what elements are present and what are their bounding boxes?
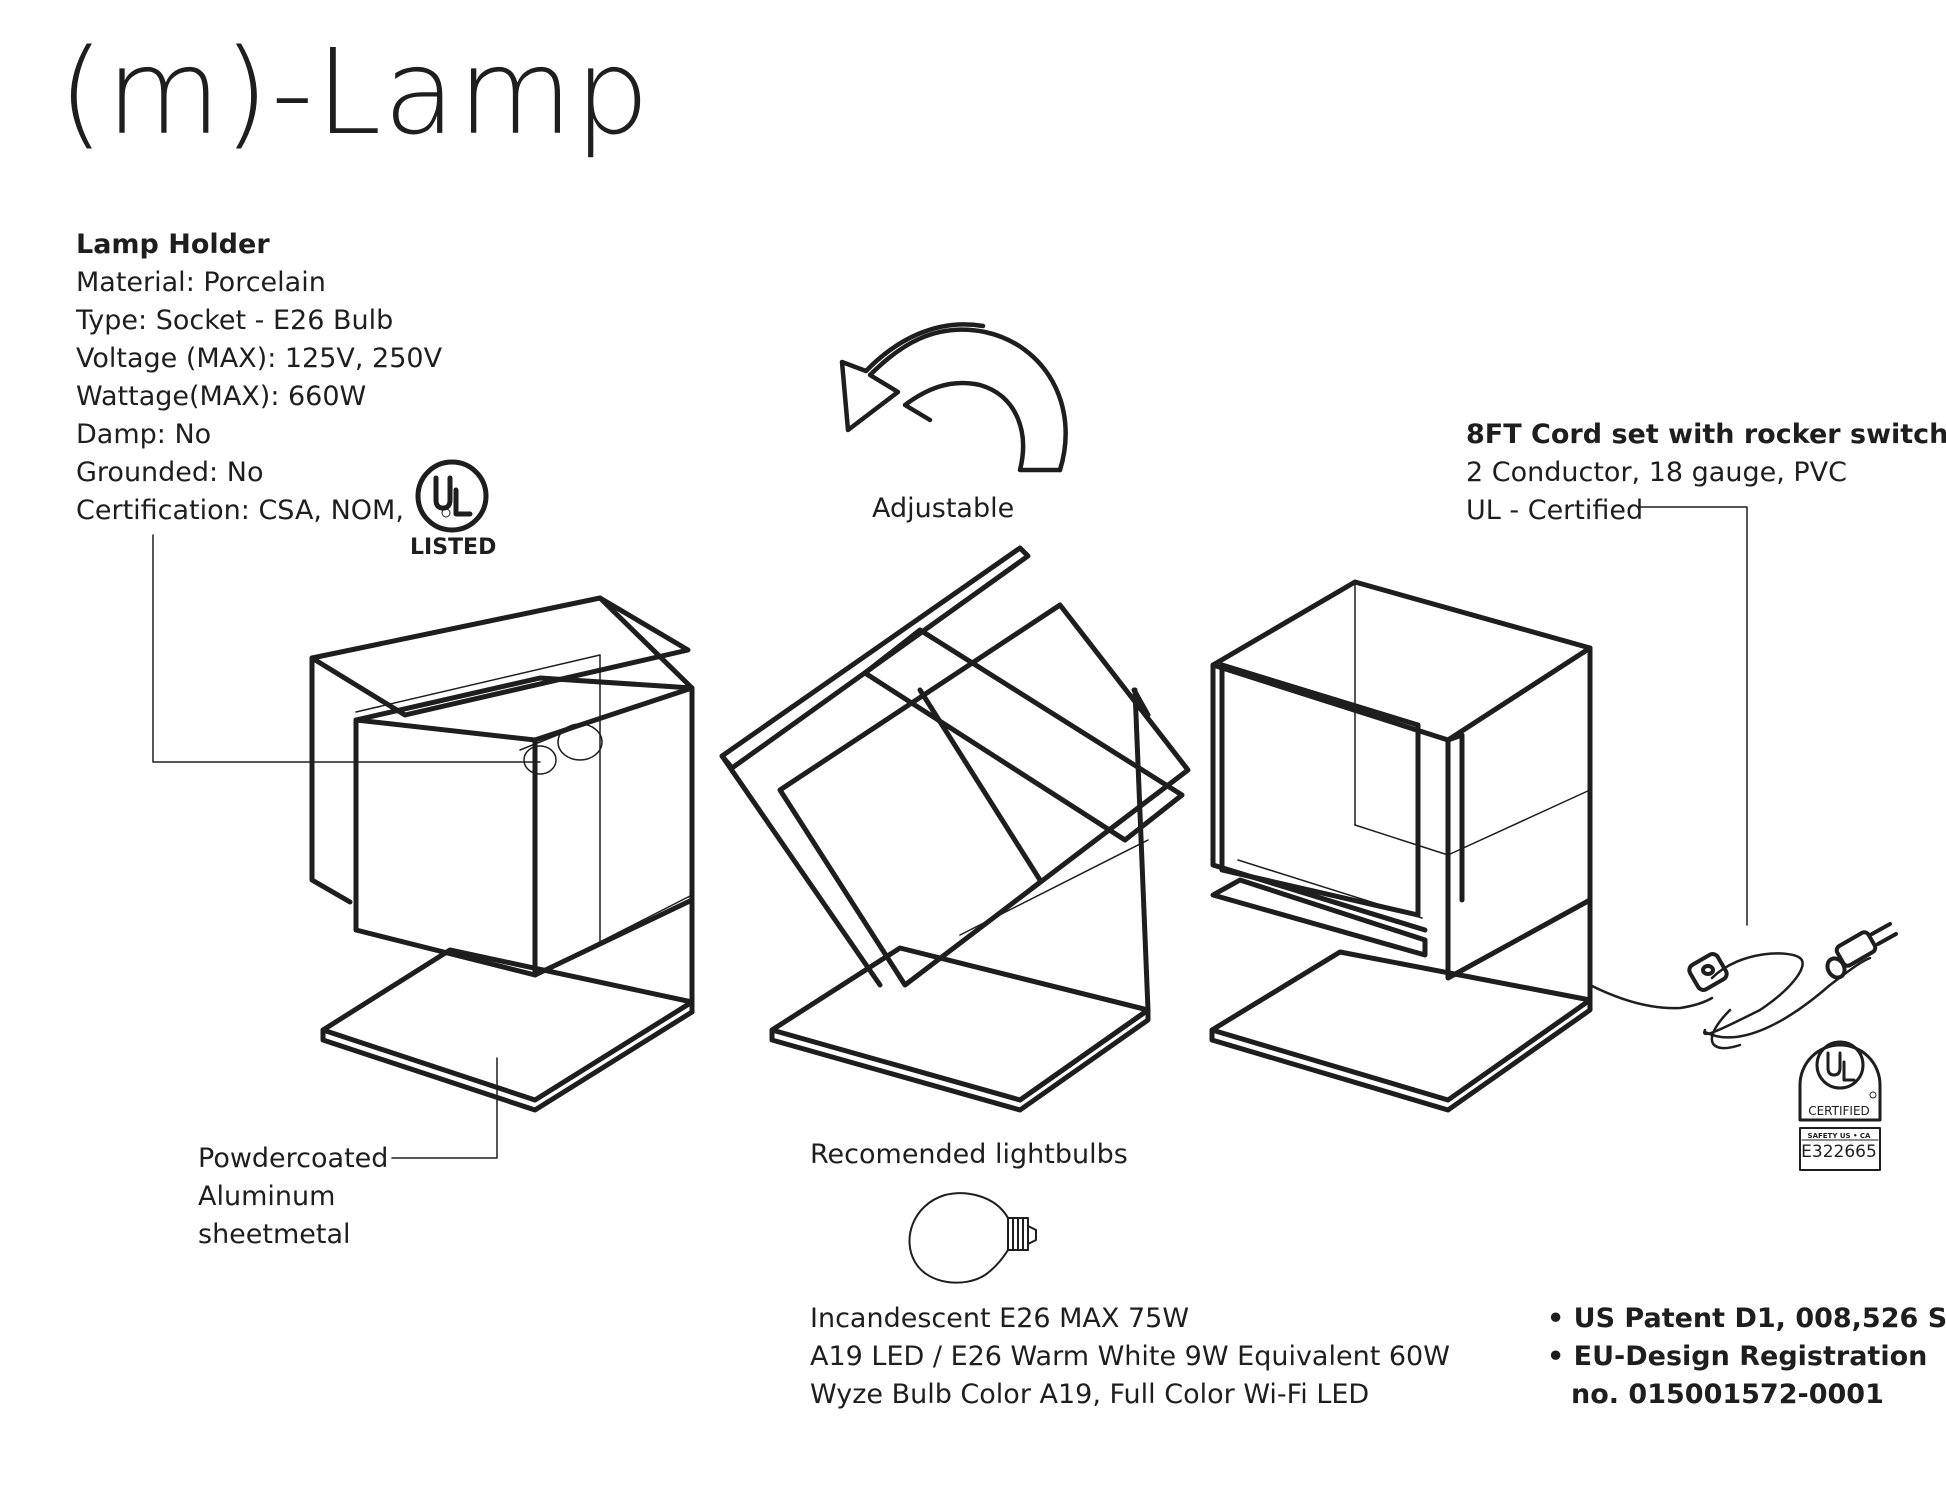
patent-line: no. 015001572-0001 — [1571, 1379, 1884, 1410]
patents: • US Patent D1, 008,526 S • EU-Design Re… — [1547, 1300, 1946, 1414]
material-line: sheetmetal — [198, 1219, 351, 1250]
lamp-tilted-thin — [779, 789, 1149, 986]
cord-set-heading: 8FT Cord set with rocker switch — [1466, 419, 1946, 450]
spec-line: Voltage (MAX): 125V, 250V — [76, 343, 443, 374]
ul-certified-icon — [1798, 1040, 1882, 1171]
plug-icon — [1825, 922, 1898, 980]
spec-line: Certification: CSA, NOM, — [76, 495, 404, 526]
lamp-holder-specs: Lamp Holder Material: Porcelain Type: So… — [76, 226, 442, 530]
lamp-holder-heading: Lamp Holder — [76, 229, 270, 260]
cord — [1588, 952, 1872, 1050]
rocker-switch-icon — [1687, 952, 1729, 992]
patent-line: • EU-Design Registration — [1547, 1341, 1928, 1372]
material-label: Powdercoated Aluminum sheetmetal — [198, 1140, 388, 1254]
spec-line: 2 Conductor, 18 gauge, PVC — [1466, 457, 1847, 488]
ul-file-number: E322665 — [1801, 1142, 1877, 1162]
leader-lines — [152, 506, 1748, 1159]
rotate-arrow-icon — [839, 322, 1068, 473]
spec-line: Grounded: No — [76, 457, 264, 488]
bulb-item: A19 LED / E26 Warm White 9W Equivalent 6… — [810, 1341, 1450, 1372]
bulbs-list: Incandescent E26 MAX 75W A19 LED / E26 W… — [810, 1300, 1450, 1414]
lamp-closed — [309, 595, 695, 1113]
spec-line: Material: Porcelain — [76, 267, 326, 298]
lamp-tilted — [719, 545, 1191, 1113]
lamp-open — [1209, 579, 1593, 1113]
material-line: Powdercoated — [198, 1143, 389, 1174]
spec-line: Wattage(MAX): 660W — [76, 381, 367, 412]
lamp-closed-thin — [355, 654, 693, 976]
lightbulb-icon — [908, 1192, 1037, 1284]
cord-set-specs: 8FT Cord set with rocker switch 2 Conduc… — [1466, 416, 1946, 530]
bulb-item: Wyze Bulb Color A19, Full Color Wi-Fi LE… — [810, 1379, 1370, 1410]
ul-certified-region: SAFETY US • CA — [1807, 1132, 1871, 1140]
ul-listed-label: LISTED — [410, 535, 497, 560]
ul-listed-icon — [415, 459, 489, 533]
bulb-item: Incandescent E26 MAX 75W — [810, 1303, 1190, 1334]
page-title: (m)-Lamp — [58, 23, 652, 161]
spec-line: Damp: No — [76, 419, 212, 450]
adjustable-label: Adjustable — [872, 493, 1015, 524]
ul-certified-label: CERTIFIED — [1808, 1104, 1870, 1118]
spec-line: UL - Certified — [1466, 495, 1644, 526]
lamp-open-thin — [1237, 581, 1591, 919]
patent-line: • US Patent D1, 008,526 S — [1547, 1303, 1946, 1334]
spec-line: Type: Socket - E26 Bulb — [76, 305, 394, 336]
material-line: Aluminum — [198, 1181, 336, 1212]
bulbs-heading: Recomended lightbulbs — [810, 1139, 1128, 1170]
